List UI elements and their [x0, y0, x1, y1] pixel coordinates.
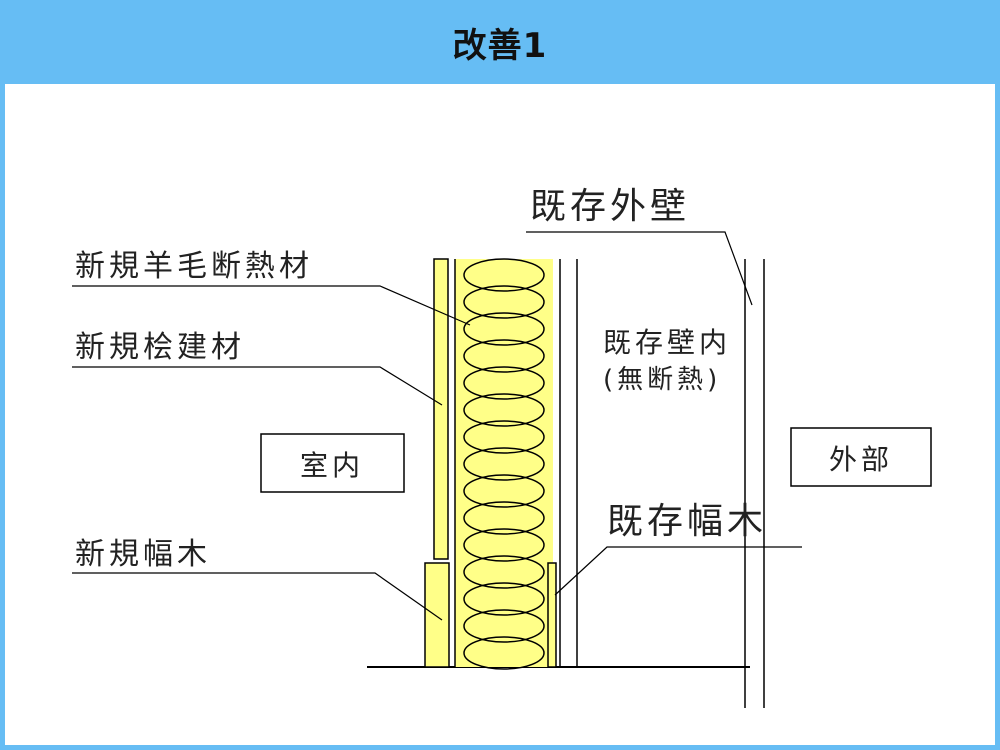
- insulation-coil-loop: [463, 285, 545, 319]
- wool-insulation-fill: [455, 259, 553, 667]
- label-new-cypress-material: 新規桧建材: [75, 330, 245, 365]
- outdoor-box: [790, 427, 932, 487]
- insulation-coil-loop: [463, 339, 545, 373]
- new-baseboard: [424, 562, 450, 668]
- insulation-coil-loop: [463, 501, 545, 535]
- leader-new-baseboard: [72, 572, 443, 621]
- label-existing-exterior-wall: 既存外壁: [530, 186, 690, 227]
- insulation-coil-loop: [463, 393, 545, 427]
- page-title: 改善1: [452, 25, 548, 66]
- insulation-coils: [463, 258, 545, 670]
- label-new-baseboard: 新規幅木: [75, 537, 211, 572]
- insulation-coil-loop: [463, 636, 545, 670]
- insulation-coil-loop: [463, 555, 545, 589]
- leader-cypress-material: [72, 366, 443, 406]
- insulation-coil-loop: [463, 447, 545, 481]
- label-outdoor: 外部: [829, 443, 893, 476]
- insulation-coil-loop: [463, 528, 545, 562]
- label-indoor: 室内: [300, 449, 364, 482]
- insulation-coil-loop: [463, 420, 545, 454]
- insulation-coil-loop: [463, 312, 545, 346]
- label-no-insulation: (無断熱): [603, 365, 721, 395]
- leader-exterior-wall: [526, 231, 753, 306]
- leader-existing-baseboard: [554, 546, 802, 596]
- label-new-wool-insulation: 新規羊毛断熱材: [75, 249, 313, 284]
- insulation-coil-loop: [463, 474, 545, 508]
- insulation-coil-loop: [463, 582, 545, 616]
- header-bar: 改善1: [0, 0, 1000, 84]
- insulation-coil-loop: [463, 609, 545, 643]
- label-existing-baseboard: 既存幅木: [607, 501, 767, 542]
- label-existing-wall-interior: 既存壁内: [603, 326, 731, 359]
- new-cypress-board: [433, 258, 449, 560]
- insulation-coil-loop: [463, 366, 545, 400]
- indoor-box: [260, 433, 405, 493]
- existing-baseboard: [547, 562, 557, 668]
- insulation-coil-loop: [463, 258, 545, 292]
- leader-wool-insulation: [72, 285, 471, 326]
